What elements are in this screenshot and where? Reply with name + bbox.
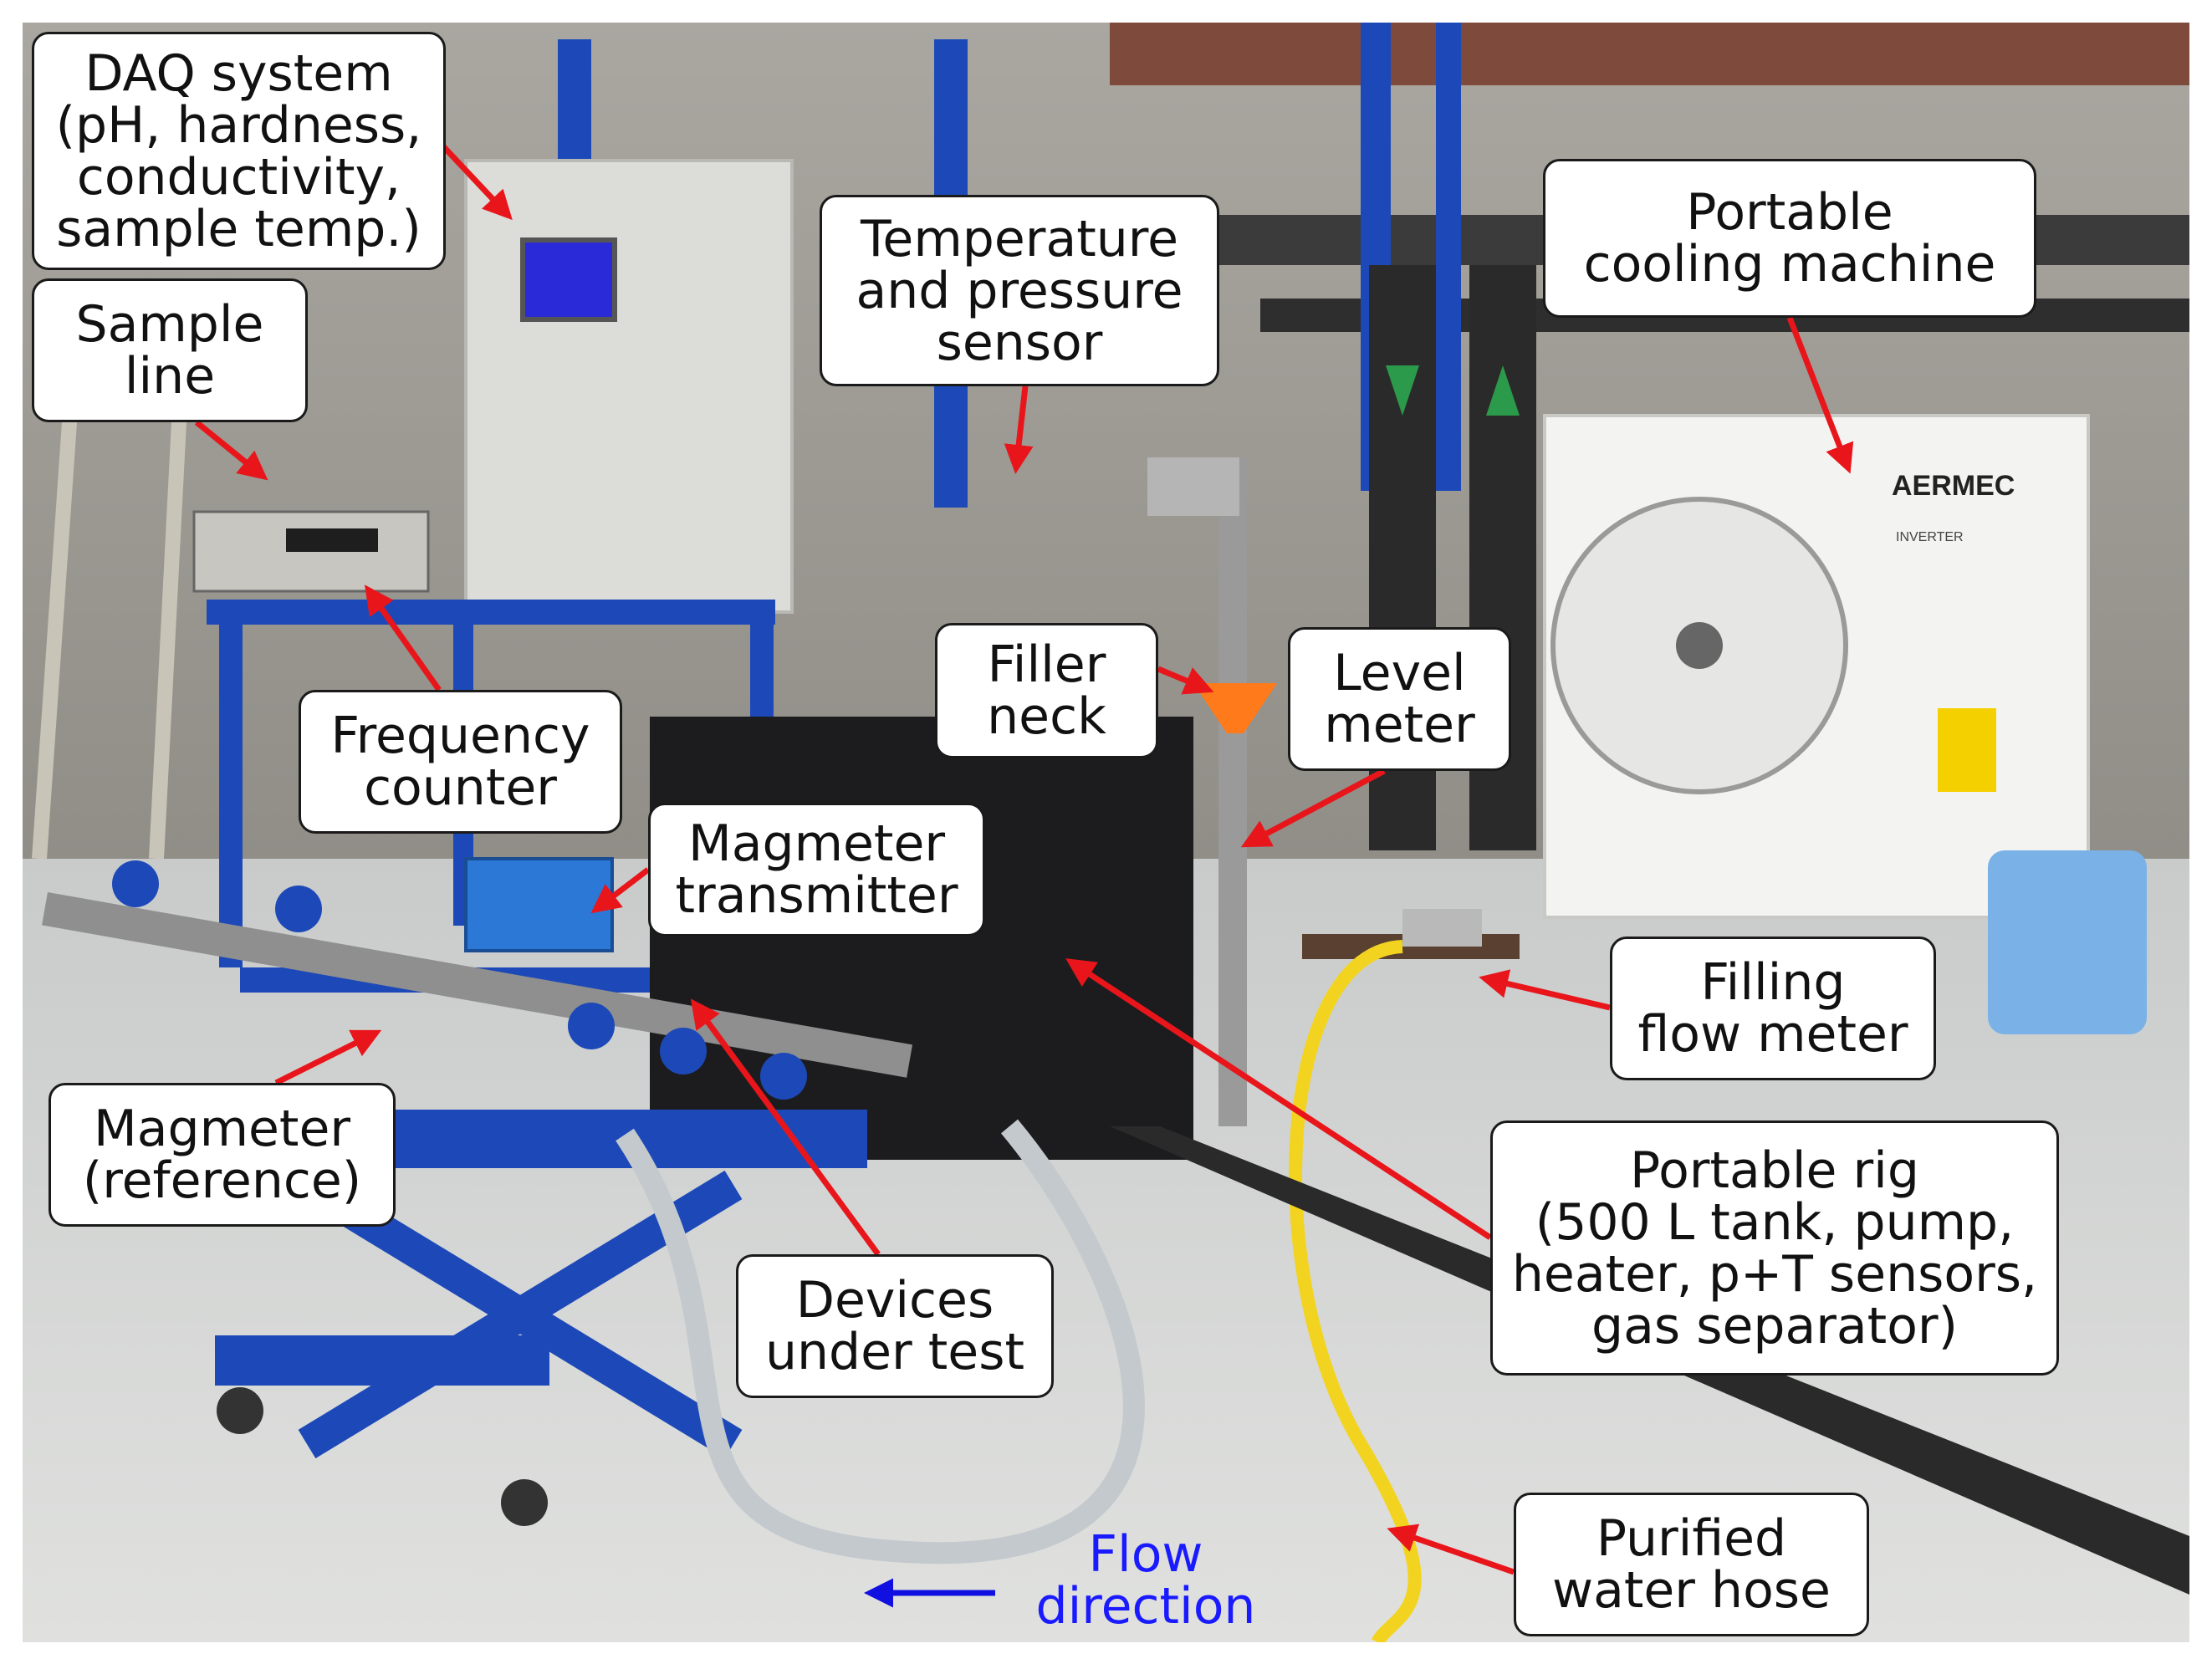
daq-display	[520, 237, 617, 322]
cooling-brand-logo: AERMEC	[1892, 470, 2015, 502]
background-rack-post	[1436, 23, 1461, 491]
water-meter-dial	[568, 1003, 615, 1049]
scissor-lift-base	[215, 1335, 549, 1386]
callout-filling-flow-meter: Filling flow meter	[1610, 937, 1936, 1080]
cooling-fan-hub	[1676, 622, 1723, 669]
caster-wheel	[217, 1387, 263, 1434]
flow-marker-green	[1486, 365, 1520, 416]
filler-funnel	[1193, 683, 1277, 733]
callout-portable-rig: Portable rig (500 L tank, pump, heater, …	[1490, 1120, 2059, 1376]
callout-magmeter-reference: Magmeter (reference)	[49, 1083, 396, 1227]
callout-purified-water-hose: Purified water hose	[1514, 1493, 1869, 1636]
water-meter-dial	[112, 860, 159, 907]
callout-level-meter: Level meter	[1288, 627, 1511, 771]
warning-sticker	[1938, 708, 1996, 792]
ladder-rail	[32, 373, 80, 860]
callout-magmeter-transmitter: Magmeter transmitter	[648, 803, 985, 937]
trolley-leg	[219, 608, 243, 967]
water-meter-dial	[760, 1053, 807, 1100]
callout-frequency-counter: Frequency counter	[299, 690, 622, 834]
water-meter-dial	[275, 886, 322, 932]
filler-column	[1218, 457, 1247, 1126]
callout-filler-neck: Filler neck	[935, 623, 1158, 758]
trolley-top-shelf	[207, 600, 775, 625]
tank-500l	[650, 717, 1193, 1160]
callout-daq-system: DAQ system (pH, hardness, conductivity, …	[32, 32, 446, 270]
callout-sample-line: Sample line	[32, 278, 308, 422]
callout-temperature-pressure-sensor: Temperature and pressure sensor	[820, 195, 1219, 386]
braided-hose	[616, 1119, 1145, 1564]
magmeter-transmitter-box	[464, 857, 614, 952]
blue-canister	[1988, 850, 2147, 1034]
pressure-sensor-body	[1147, 457, 1239, 516]
flow-direction-label: Flow direction	[1035, 1525, 1256, 1636]
flow-marker-green	[1386, 365, 1419, 416]
callout-portable-cooling-machine: Portable cooling machine	[1543, 159, 2036, 318]
callout-devices-under-test: Devices under test	[736, 1254, 1054, 1398]
inverter-badge: INVERTER	[1896, 530, 1964, 544]
filling-flow-meter-device	[1402, 909, 1482, 947]
water-meter-dial	[660, 1028, 707, 1074]
counter-readout	[286, 528, 378, 552]
daq-cabinet	[464, 159, 794, 614]
caster-wheel	[501, 1479, 548, 1526]
overhead-pipe-red	[1110, 23, 2189, 85]
ladder-rail	[149, 373, 189, 860]
